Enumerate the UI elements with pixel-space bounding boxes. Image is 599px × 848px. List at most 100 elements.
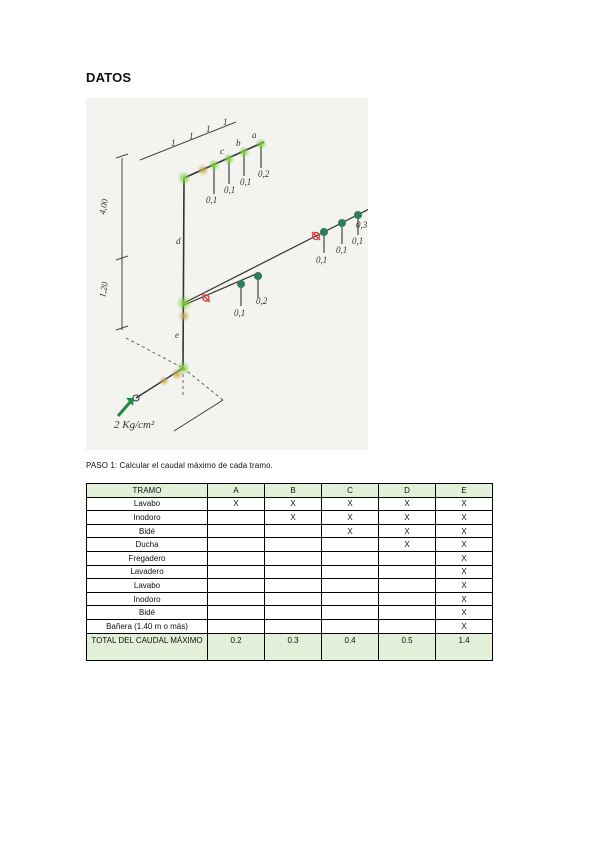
fixture-mark-cell bbox=[264, 591, 322, 607]
fixture-mark-cell: X bbox=[321, 523, 379, 539]
pressure-label: 2 Kg/cm² bbox=[114, 419, 155, 431]
fixture-name-cell: Ducha bbox=[86, 537, 208, 552]
flow-mid-3: 0,1 bbox=[352, 236, 363, 246]
flow-top-4: 0,2 bbox=[258, 169, 270, 179]
fixture-mark-cell bbox=[321, 578, 379, 593]
fixture-mark-cell: X bbox=[264, 510, 322, 525]
fixture-name-cell: Lavabo bbox=[86, 578, 208, 593]
fixture-mark-cell bbox=[264, 578, 322, 593]
fixture-mark-cell: X bbox=[321, 510, 379, 525]
fixture-mark-cell bbox=[321, 618, 379, 634]
fixture-mark-cell: X bbox=[435, 578, 493, 593]
fixture-mark-cell bbox=[378, 564, 436, 580]
table-header-row: TRAMO A B C D E bbox=[86, 483, 493, 498]
fixture-mark-cell: X bbox=[435, 564, 493, 580]
dim-top-1: 1 bbox=[171, 138, 176, 148]
total-b: 0.3 bbox=[264, 632, 322, 661]
total-row: TOTAL DEL CAUDAL MÁXIMO 0.2 0.3 0.4 0.5 … bbox=[86, 632, 493, 661]
fixture-mark-cell: X bbox=[264, 496, 322, 512]
fixture-mark-cell bbox=[321, 537, 379, 552]
header-c: C bbox=[321, 483, 379, 498]
flow-mid-4: 0,3 bbox=[356, 220, 368, 230]
fixture-mark-cell: X bbox=[378, 510, 436, 525]
fixture-mark-cell bbox=[207, 605, 265, 620]
tramo-letter-e: e bbox=[175, 330, 179, 340]
fixture-name-cell: Bañera (1.40 m o más) bbox=[86, 618, 208, 634]
fixture-mark-cell bbox=[207, 591, 265, 607]
total-e: 1.4 bbox=[435, 632, 493, 661]
table-row: Lavadero X bbox=[86, 564, 493, 580]
fixture-mark-cell bbox=[264, 523, 322, 539]
fixture-name-cell: Fregadero bbox=[86, 550, 208, 566]
header-a: A bbox=[207, 483, 265, 498]
table-row: Bañera (1.40 m o más) X bbox=[86, 618, 493, 634]
flow-low-2: 0,2 bbox=[256, 296, 268, 306]
dim-label-upper: 4,00 bbox=[97, 198, 110, 216]
header-e: E bbox=[435, 483, 493, 498]
flow-top-1: 0,1 bbox=[206, 195, 217, 205]
flow-top-2: 0,1 bbox=[224, 185, 235, 195]
table-row: Fregadero X bbox=[86, 550, 493, 566]
fixture-mark-cell bbox=[378, 578, 436, 593]
fixture-name-cell: Inodoro bbox=[86, 510, 208, 525]
fixture-mark-cell bbox=[321, 550, 379, 566]
fixture-mark-cell: X bbox=[435, 618, 493, 634]
fixture-mark-cell: X bbox=[435, 537, 493, 552]
page-title: DATOS bbox=[86, 70, 132, 85]
fixture-mark-cell: X bbox=[435, 510, 493, 525]
fixture-mark-cell bbox=[207, 550, 265, 566]
installation-sketch-photo: 4,00 1,20 1 1 1 1 a b c d e 0,1 0,1 0,1 … bbox=[86, 98, 368, 450]
fixture-mark-cell bbox=[378, 591, 436, 607]
fixture-mark-cell bbox=[264, 550, 322, 566]
fixture-mark-cell bbox=[207, 564, 265, 580]
header-d: D bbox=[378, 483, 436, 498]
flow-mid-2: 0,1 bbox=[336, 245, 347, 255]
fixture-name-cell: Bidé bbox=[86, 523, 208, 539]
flow-mid-1: 0,1 bbox=[316, 255, 327, 265]
tramo-letter-a: a bbox=[252, 130, 257, 140]
fixture-mark-cell: X bbox=[435, 550, 493, 566]
fixture-mark-cell bbox=[378, 618, 436, 634]
fixture-mark-cell bbox=[264, 564, 322, 580]
fixture-mark-cell bbox=[207, 523, 265, 539]
fixture-mark-cell: X bbox=[378, 523, 436, 539]
fixture-mark-cell bbox=[264, 537, 322, 552]
total-label: TOTAL DEL CAUDAL MÁXIMO bbox=[86, 632, 208, 661]
tramo-letter-c: c bbox=[220, 146, 224, 156]
fixture-mark-cell bbox=[321, 591, 379, 607]
header-tramo: TRAMO bbox=[86, 483, 208, 498]
table-row: Lavabo X bbox=[86, 578, 493, 593]
dim-label-lower: 1,20 bbox=[97, 281, 110, 299]
fixture-name-cell: Bidé bbox=[86, 605, 208, 620]
fixture-mark-cell bbox=[264, 618, 322, 634]
dim-top-2: 1 bbox=[189, 131, 194, 141]
flow-low-1: 0,1 bbox=[234, 308, 245, 318]
fixture-name-cell: Lavadero bbox=[86, 564, 208, 580]
step-instruction: PASO 1: Calcular el caudal máximo de cad… bbox=[86, 461, 273, 470]
tramo-letter-d: d bbox=[176, 236, 181, 246]
total-c: 0.4 bbox=[321, 632, 379, 661]
fixture-name-cell: Lavabo bbox=[86, 496, 208, 512]
total-a: 0.2 bbox=[207, 632, 265, 661]
fixture-mark-cell bbox=[321, 605, 379, 620]
dim-top-4: 1 bbox=[223, 117, 228, 127]
fixture-mark-cell bbox=[378, 605, 436, 620]
fixture-mark-cell: X bbox=[435, 496, 493, 512]
fixture-mark-cell bbox=[378, 550, 436, 566]
dim-top-3: 1 bbox=[206, 124, 211, 134]
flow-top-3: 0,1 bbox=[240, 177, 251, 187]
fixture-mark-cell bbox=[207, 578, 265, 593]
fixture-mark-cell bbox=[264, 605, 322, 620]
header-b: B bbox=[264, 483, 322, 498]
fixture-mark-cell: X bbox=[435, 523, 493, 539]
isometric-pipe-sketch: 4,00 1,20 1 1 1 1 a b c d e 0,1 0,1 0,1 … bbox=[86, 98, 368, 450]
fixture-mark-cell: X bbox=[378, 496, 436, 512]
tramo-letter-b: b bbox=[236, 138, 241, 148]
